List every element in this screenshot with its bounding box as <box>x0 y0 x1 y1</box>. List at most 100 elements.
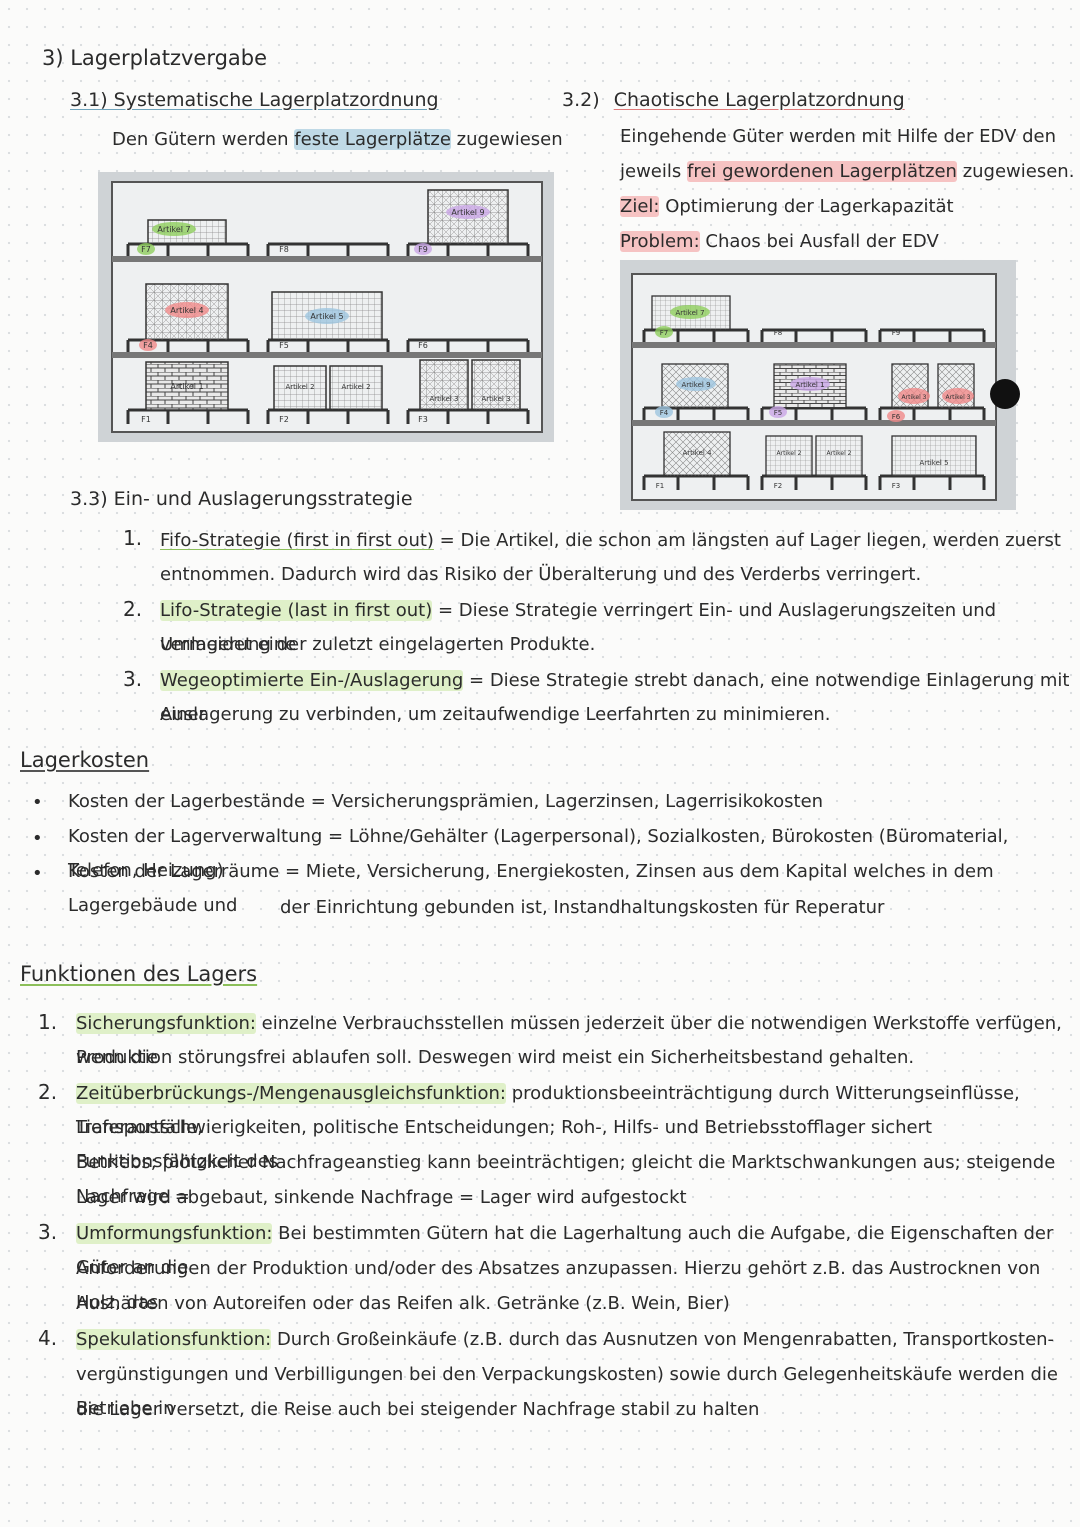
lagerkosten-item-3-cont: der Einrichtung gebunden ist, Instandhal… <box>280 897 885 918</box>
funktion2-text: produktionsbeeinträchtigung durch Witter… <box>76 1083 1020 1138</box>
text-3-2-line2-after: zugewiesen. <box>956 161 1075 182</box>
heading-3-2: 3.2) Chaotische Lagerplatzordnung <box>562 89 905 111</box>
left-artikel4-label: Artikel 4 <box>170 306 203 315</box>
left-slot-f3: F3 <box>418 415 428 424</box>
s33-item1-line1: Fifo-Strategie (first in first out) = Di… <box>160 524 1061 558</box>
s33-item2-num: 2. <box>123 597 143 621</box>
heading-3-2-num: 3.2) <box>562 89 600 111</box>
funktion1-num: 1. <box>38 1010 58 1034</box>
left-artikel5-label: Artikel 5 <box>310 312 343 321</box>
funktion4-text: Durch Großeinkäufe (z.B. durch das Ausnu… <box>271 1329 1055 1350</box>
s33-item2-text: = Diese Strategie verringert Ein- und Au… <box>160 600 997 655</box>
funktion2-num: 2. <box>38 1080 58 1104</box>
diagram-chaotic: Artikel 7 Artikel 9 Artikel 1 Artikel 3 … <box>620 260 1016 510</box>
right-slot-f8: F8 <box>774 329 782 337</box>
text-3-2-line2-before: jeweils <box>620 161 687 182</box>
funktion3-num: 3. <box>38 1220 58 1244</box>
funktion1-line2: Produktion störungsfrei ablaufen soll. D… <box>76 1047 915 1068</box>
funktion2-term: Zeitüberbrückungs-/Mengenausgleichsfunkt… <box>76 1083 506 1104</box>
heading-3-3: 3.3) Ein- und Auslagerungsstrategie <box>70 488 413 510</box>
left-artikel9-label: Artikel 9 <box>451 208 484 217</box>
funktion1-term: Sicherungsfunktion: <box>76 1013 256 1034</box>
left-artikel3b-label: Artikel 3 <box>481 395 510 403</box>
funktion2-line2: Transportschwierigkeiten, politische Ent… <box>76 1117 933 1172</box>
s33-item3-text: = Diese Strategie strebt danach, eine no… <box>160 670 1070 725</box>
right-slot-f4: F4 <box>660 409 669 417</box>
right-artikel1-label: Artikel 1 <box>795 381 824 389</box>
left-artikel2a-label: Artikel 2 <box>285 383 314 391</box>
funktion4-line3: die Lager versetzt, die Reise auch bei s… <box>76 1399 760 1420</box>
right-artikel2a-label: Artikel 2 <box>777 450 802 457</box>
funktion4-term: Spekulationsfunktion: <box>76 1329 272 1350</box>
s33-item2-line1: Lifo-Strategie (last in first out) = Die… <box>160 594 1080 662</box>
funktion2-line1: Zeitüberbrückungs-/Mengenausgleichsfunkt… <box>76 1077 1080 1145</box>
left-slot-f1: F1 <box>141 415 151 424</box>
ziel-text: Optimierung der Lagerkapazität <box>659 196 954 217</box>
ziel-label: Ziel: <box>620 196 660 217</box>
right-slot-f2: F2 <box>774 482 782 490</box>
right-artikel9-label: Artikel 9 <box>681 381 710 389</box>
funktion1-text: einzelne Verbrauchsstellen müssen jederz… <box>76 1013 1062 1068</box>
text-3-2-line2-highlight: frei gewordenen Lagerplätzen <box>686 161 957 182</box>
left-artikel7-label: Artikel 7 <box>157 225 190 234</box>
s33-item2-line2: Umlagerung der zuletzt eingelagerten Pro… <box>160 634 596 655</box>
lagerkosten-item-1: Kosten der Lagerbestände = Versicherungs… <box>68 791 824 812</box>
right-slot-f9: F9 <box>892 329 900 337</box>
right-slot-f1: F1 <box>656 482 664 490</box>
lagerkosten-title: Lagerkosten <box>20 748 150 772</box>
text-3-1: Den Gütern werden feste Lagerplätze zuge… <box>112 123 563 157</box>
right-slot-f6: F6 <box>892 413 901 421</box>
s33-item3-line1: Wegeoptimierte Ein-/Auslagerung = Diese … <box>160 664 1080 732</box>
s33-item3-num: 3. <box>123 667 143 691</box>
text-3-2-line2: jeweils frei gewordenen Lagerplätzen zug… <box>620 155 1074 189</box>
right-artikel4-label: Artikel 4 <box>682 449 712 457</box>
right-slot-f7: F7 <box>660 329 668 337</box>
ziel-line: Ziel: Optimierung der Lagerkapazität <box>620 190 954 224</box>
s33-item1-num: 1. <box>123 526 143 550</box>
problem-label: Problem: <box>620 231 700 252</box>
left-slot-f4: F4 <box>143 341 153 350</box>
dot-marker <box>990 379 1020 409</box>
section-title: 3) Lagerplatzvergabe <box>42 46 268 70</box>
left-slot-f5: F5 <box>279 341 289 350</box>
lagerkosten-bullet-2: • <box>32 828 43 849</box>
lagerkosten-item-2: Kosten der Lagerverwaltung = Löhne/Gehäl… <box>68 826 1009 881</box>
right-artikel5-label: Artikel 5 <box>919 459 948 467</box>
diagram-systematic: Artikel 7 Artikel 9 Artikel 4 Artikel 5 … <box>98 172 554 442</box>
left-slot-f2: F2 <box>279 415 289 424</box>
funktion2-line4: Lager wird abgebaut, sinkende Nachfrage … <box>76 1187 687 1208</box>
text-3-1-after: zugewiesen <box>450 129 563 150</box>
text-3-1-before: Den Gütern werden <box>112 129 295 150</box>
funktion3-line1: Umformungsfunktion: Bei bestimmten Güter… <box>76 1217 1080 1285</box>
right-artikel3a-label: Artikel 3 <box>902 394 927 401</box>
left-slot-f9: F9 <box>418 245 428 254</box>
right-artikel2b-label: Artikel 2 <box>827 450 852 457</box>
text-3-2-line1: Eingehende Güter werden mit Hilfe der ED… <box>620 126 1056 147</box>
s33-item3-term: Wegeoptimierte Ein-/Auslagerung <box>160 670 464 691</box>
right-slot-f3: F3 <box>892 482 900 490</box>
right-slot-f5: F5 <box>774 409 782 417</box>
lagerkosten-item-3: Kosten der Lagerräume = Miete, Versicher… <box>68 861 994 916</box>
lagerkosten-bullet-1: • <box>32 792 43 813</box>
s33-item1-text: = Die Artikel, die schon am längsten auf… <box>433 530 1061 551</box>
funktion4-line2: vergünstigungen und Verbilligungen bei d… <box>76 1364 1058 1419</box>
funktion4-line1: Spekulationsfunktion: Durch Großeinkäufe… <box>76 1323 1054 1357</box>
funktion3-line2: Anforderungen der Produktion und/oder de… <box>76 1258 1041 1313</box>
s33-item3-line2: Auslagerung zu verbinden, um zeitaufwend… <box>160 704 831 725</box>
funktion3-text: Bei bestimmten Gütern hat die Lagerhaltu… <box>76 1223 1054 1278</box>
funktion1-line1: Sicherungsfunktion: einzelne Verbrauchss… <box>76 1007 1080 1075</box>
text-3-1-highlight: feste Lagerplätze <box>294 129 451 150</box>
left-artikel3a-label: Artikel 3 <box>429 395 458 403</box>
s33-item1-term: Fifo-Strategie (first in first out) <box>160 530 434 551</box>
left-artikel1-label: Artikel 1 <box>170 382 203 391</box>
s33-item2-term: Lifo-Strategie (last in first out) <box>160 600 433 621</box>
left-slot-f6: F6 <box>418 341 428 350</box>
right-artikel3b-label: Artikel 3 <box>946 394 971 401</box>
left-artikel2b-label: Artikel 2 <box>341 383 370 391</box>
funktion2-line3: Betriebs; plötzlicher Nachfrageanstieg k… <box>76 1152 1056 1207</box>
funktion3-term: Umformungsfunktion: <box>76 1223 273 1244</box>
funktion3-line3: Aushärten von Autoreifen oder das Reifen… <box>76 1293 730 1314</box>
left-slot-f7: F7 <box>141 245 151 254</box>
funktionen-title: Funktionen des Lagers <box>20 962 258 986</box>
left-slot-f8: F8 <box>279 245 289 254</box>
